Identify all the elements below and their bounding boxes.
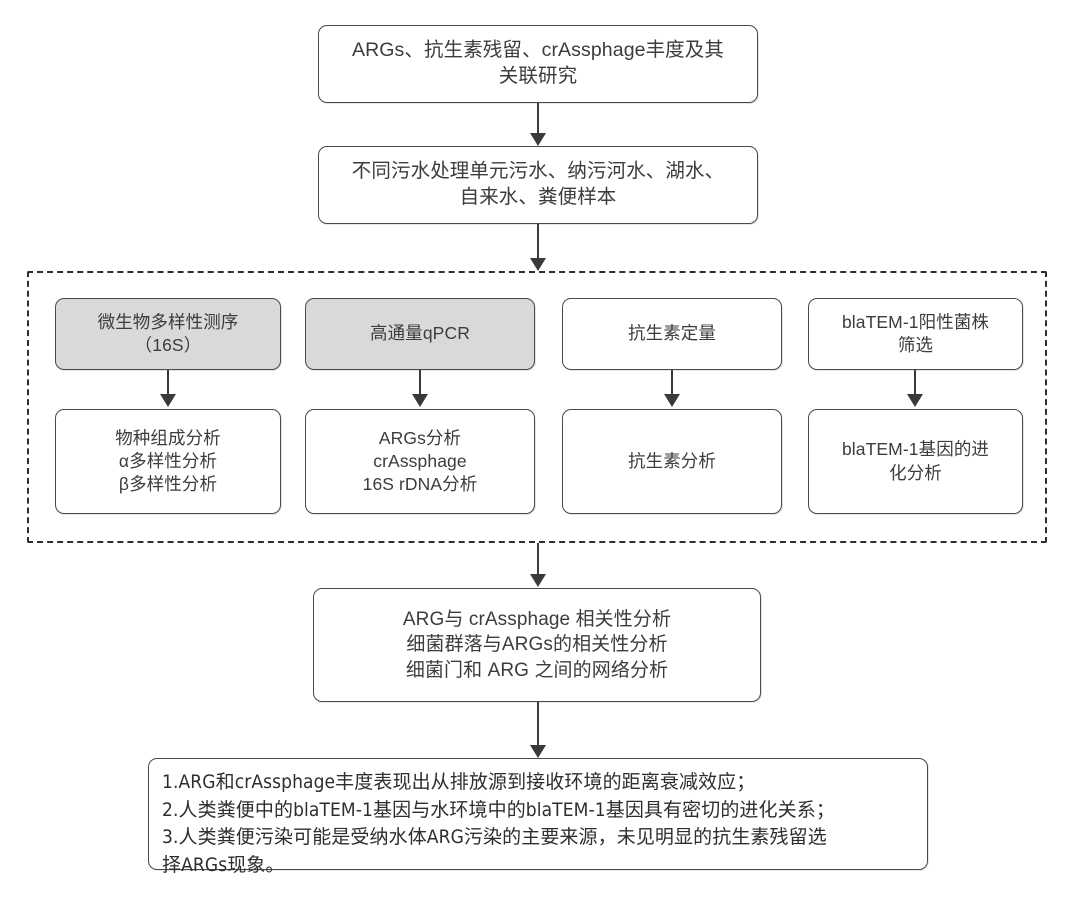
node-result-antibiotic: 抗生素分析 [562, 409, 782, 514]
node-method-blatem-screening: blaTEM-1阳性菌株 筛选 [808, 298, 1023, 370]
node-samples: 不同污水处理单元污水、纳污河水、湖水、 自来水、粪便样本 [318, 146, 758, 224]
arrowhead-correlation-to-conclusions [530, 745, 546, 758]
node-method-qpcr: 高通量qPCR [305, 298, 535, 370]
node-result-antibiotic-label: 抗生素分析 [628, 450, 716, 471]
arrowhead-sequencing-to-result [160, 394, 176, 407]
connector-correlation-to-conclusions [537, 702, 540, 750]
arrowhead-antibiotic-quant-to-result [664, 394, 680, 407]
node-result-qpcr: ARGs分析 crAssphage 16S rDNA分析 [305, 409, 535, 514]
node-topic: ARGs、抗生素残留、crAssphage丰度及其 关联研究 [318, 25, 758, 103]
node-method-blatem-screening-label: blaTEM-1阳性菌株 筛选 [841, 311, 990, 355]
node-method-sequencing: 微生物多样性测序 （16S） [55, 298, 281, 370]
connector-sequencing-to-result [167, 370, 170, 396]
arrowhead-qpcr-to-result [412, 394, 428, 407]
connector-topic-to-samples [537, 103, 540, 136]
connector-methods-to-correlation [537, 543, 540, 579]
node-result-blatem-label: blaTEM-1基因的进 化分析 [841, 439, 990, 483]
node-samples-label: 不同污水处理单元污水、纳污河水、湖水、 自来水、粪便样本 [351, 160, 725, 208]
node-method-antibiotic-quant-label: 抗生素定量 [628, 323, 716, 344]
node-result-qpcr-label: ARGs分析 crAssphage 16S rDNA分析 [362, 427, 478, 495]
node-method-qpcr-label: 高通量qPCR [370, 323, 470, 344]
node-method-antibiotic-quant: 抗生素定量 [562, 298, 782, 370]
node-correlation-analysis: ARG与 crAssphage 相关性分析 细菌群落与ARGs的相关性分析 细菌… [313, 588, 761, 702]
arrowhead-samples-to-methods [530, 258, 546, 271]
methods-group-container [27, 271, 1047, 543]
node-result-blatem: blaTEM-1基因的进 化分析 [808, 409, 1023, 514]
node-method-sequencing-label: 微生物多样性测序 （16S） [97, 311, 239, 355]
node-result-sequencing-label: 物种组成分析 α多样性分析 β多样性分析 [115, 427, 221, 495]
connector-samples-to-methods [537, 224, 540, 264]
node-result-sequencing: 物种组成分析 α多样性分析 β多样性分析 [55, 409, 281, 514]
arrowhead-methods-to-correlation [530, 574, 546, 587]
node-conclusions: 1.ARG和crAssphage丰度表现出从排放源到接收环境的距离衰减效应； 2… [148, 758, 928, 876]
connector-qpcr-to-result [419, 370, 422, 396]
arrowhead-blatem-to-result [907, 394, 923, 407]
node-correlation-analysis-label: ARG与 crAssphage 相关性分析 细菌群落与ARGs的相关性分析 细菌… [402, 609, 672, 681]
node-topic-label: ARGs、抗生素残留、crAssphage丰度及其 关联研究 [352, 39, 724, 87]
node-conclusions-label: 1.ARG和crAssphage丰度表现出从排放源到接收环境的距离衰减效应； 2… [162, 771, 835, 877]
connector-antibiotic-quant-to-result [671, 370, 674, 396]
arrowhead-topic-to-samples [530, 133, 546, 146]
connector-blatem-to-result [914, 370, 917, 396]
